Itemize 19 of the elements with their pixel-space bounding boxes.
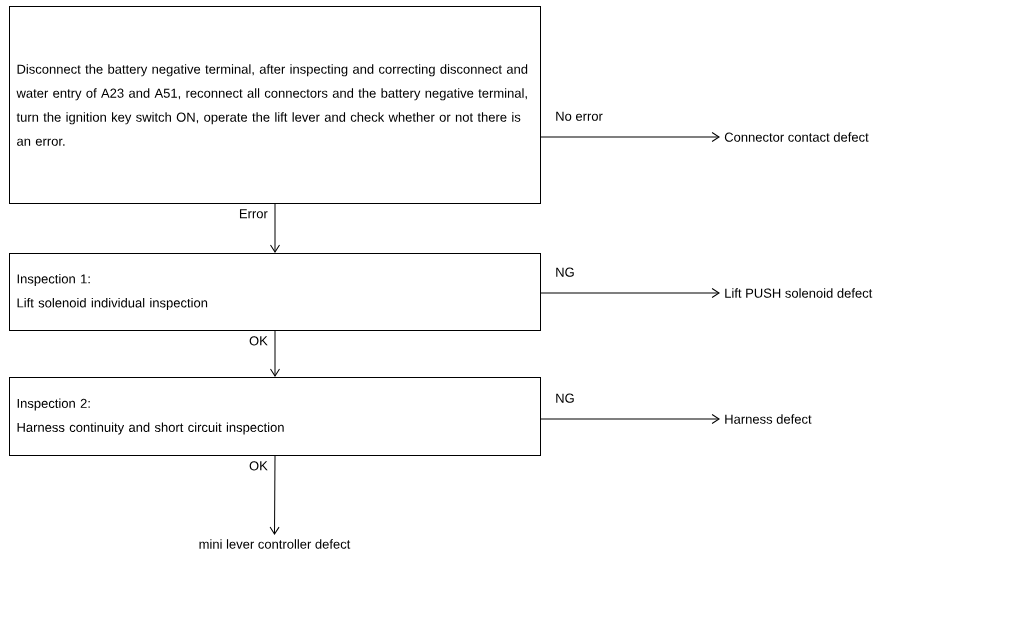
process-box: Disconnect the battery negative terminal, after inspecting and correcting disconnect and water entry of A23 and A51, reconnect all connectors and the battery negative terminal, turn the ignition key switch ON, operate the lift lever and check whether or not there is an error. [9, 6, 541, 204]
result-text: mini lever controller defect [199, 539, 351, 549]
arrow [269, 455, 280, 535]
process-box: Inspection 1: Lift solenoid individual inspection [9, 253, 541, 331]
arrow [540, 288, 720, 298]
result-text: Connector contact defect [724, 132, 869, 142]
edge-label: NG [556, 393, 574, 403]
edge-label: NG [556, 267, 574, 277]
process-box: Inspection 2: Harness continuity and short circuit inspection [9, 377, 541, 456]
edge-label: No error [556, 111, 603, 121]
edge-label: OK [249, 461, 268, 471]
edge-label: OK [249, 336, 268, 346]
result-text: Harness defect [725, 414, 812, 424]
arrow [540, 132, 720, 142]
arrow [270, 203, 280, 253]
arrow [270, 330, 280, 377]
result-text: Lift PUSH solenoid defect [725, 288, 873, 298]
edge-label: Error [240, 209, 268, 219]
arrow [540, 414, 720, 424]
